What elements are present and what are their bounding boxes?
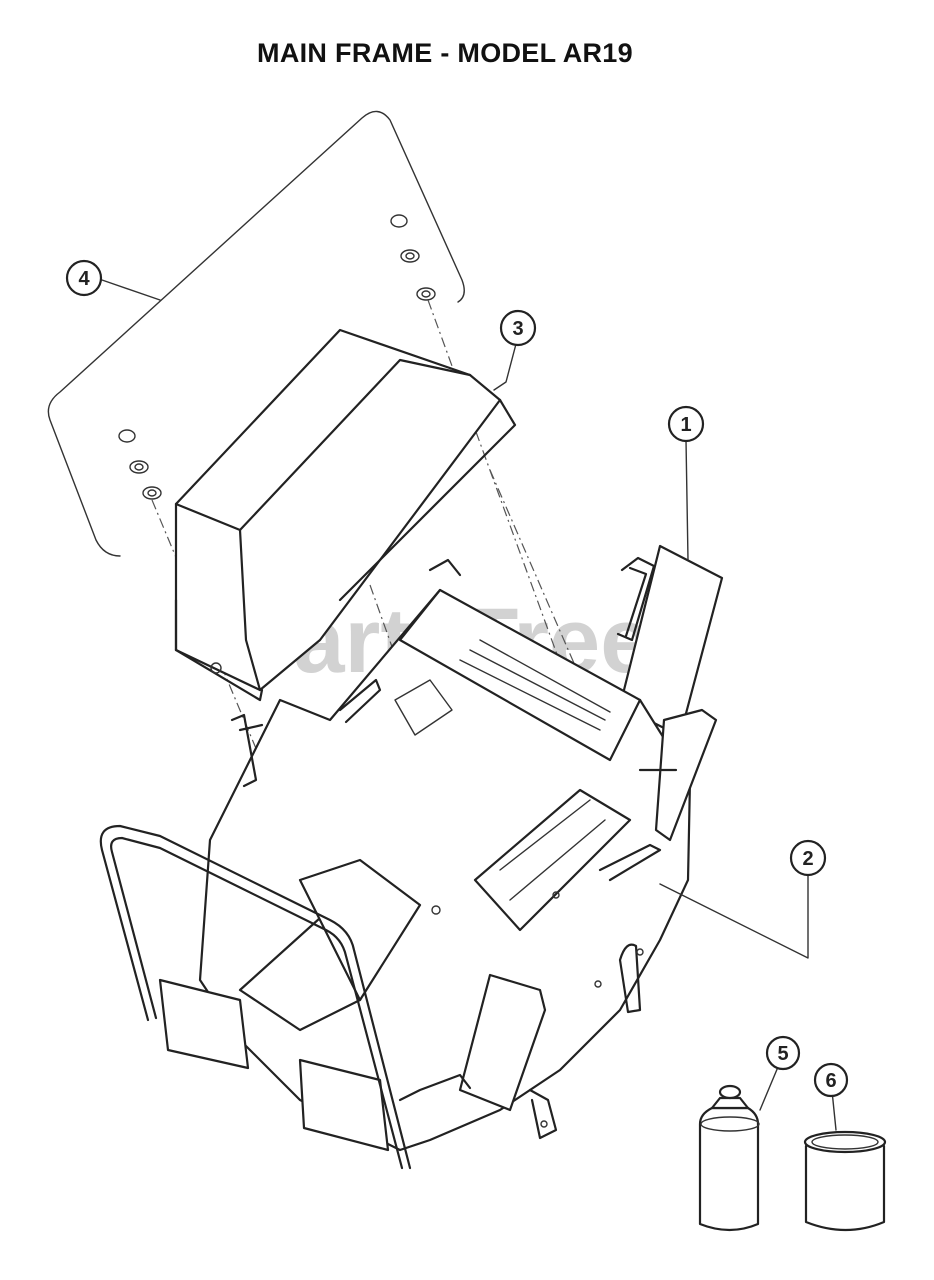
spray-paint-can [698,1084,760,1232]
callout-2[interactable]: 2 [789,839,827,877]
callout-6-label: 6 [825,1070,836,1092]
callout-5-label: 5 [777,1043,788,1065]
hardware-kit-bracket [47,110,465,557]
hardware-group-left [118,429,162,500]
cover-hood-part [174,328,517,702]
callout-5[interactable]: 5 [765,1035,801,1071]
diagram-title: MAIN FRAME - MODEL AR19 [257,38,633,68]
callout-2-label: 2 [802,848,813,870]
bumper-tube [99,824,412,1170]
callout-3[interactable]: 3 [499,309,537,347]
callout-leaders [101,279,837,1131]
callout-3-label: 3 [512,318,523,340]
callout-1-label: 1 [680,414,691,436]
main-frame-body [158,558,718,1152]
callout-1[interactable]: 1 [667,405,705,443]
callout-6[interactable]: 6 [813,1062,849,1098]
callout-4[interactable]: 4 [65,259,103,297]
callout-4-label: 4 [78,268,90,290]
paint-can [803,1130,887,1232]
hardware-group-right [390,214,436,301]
